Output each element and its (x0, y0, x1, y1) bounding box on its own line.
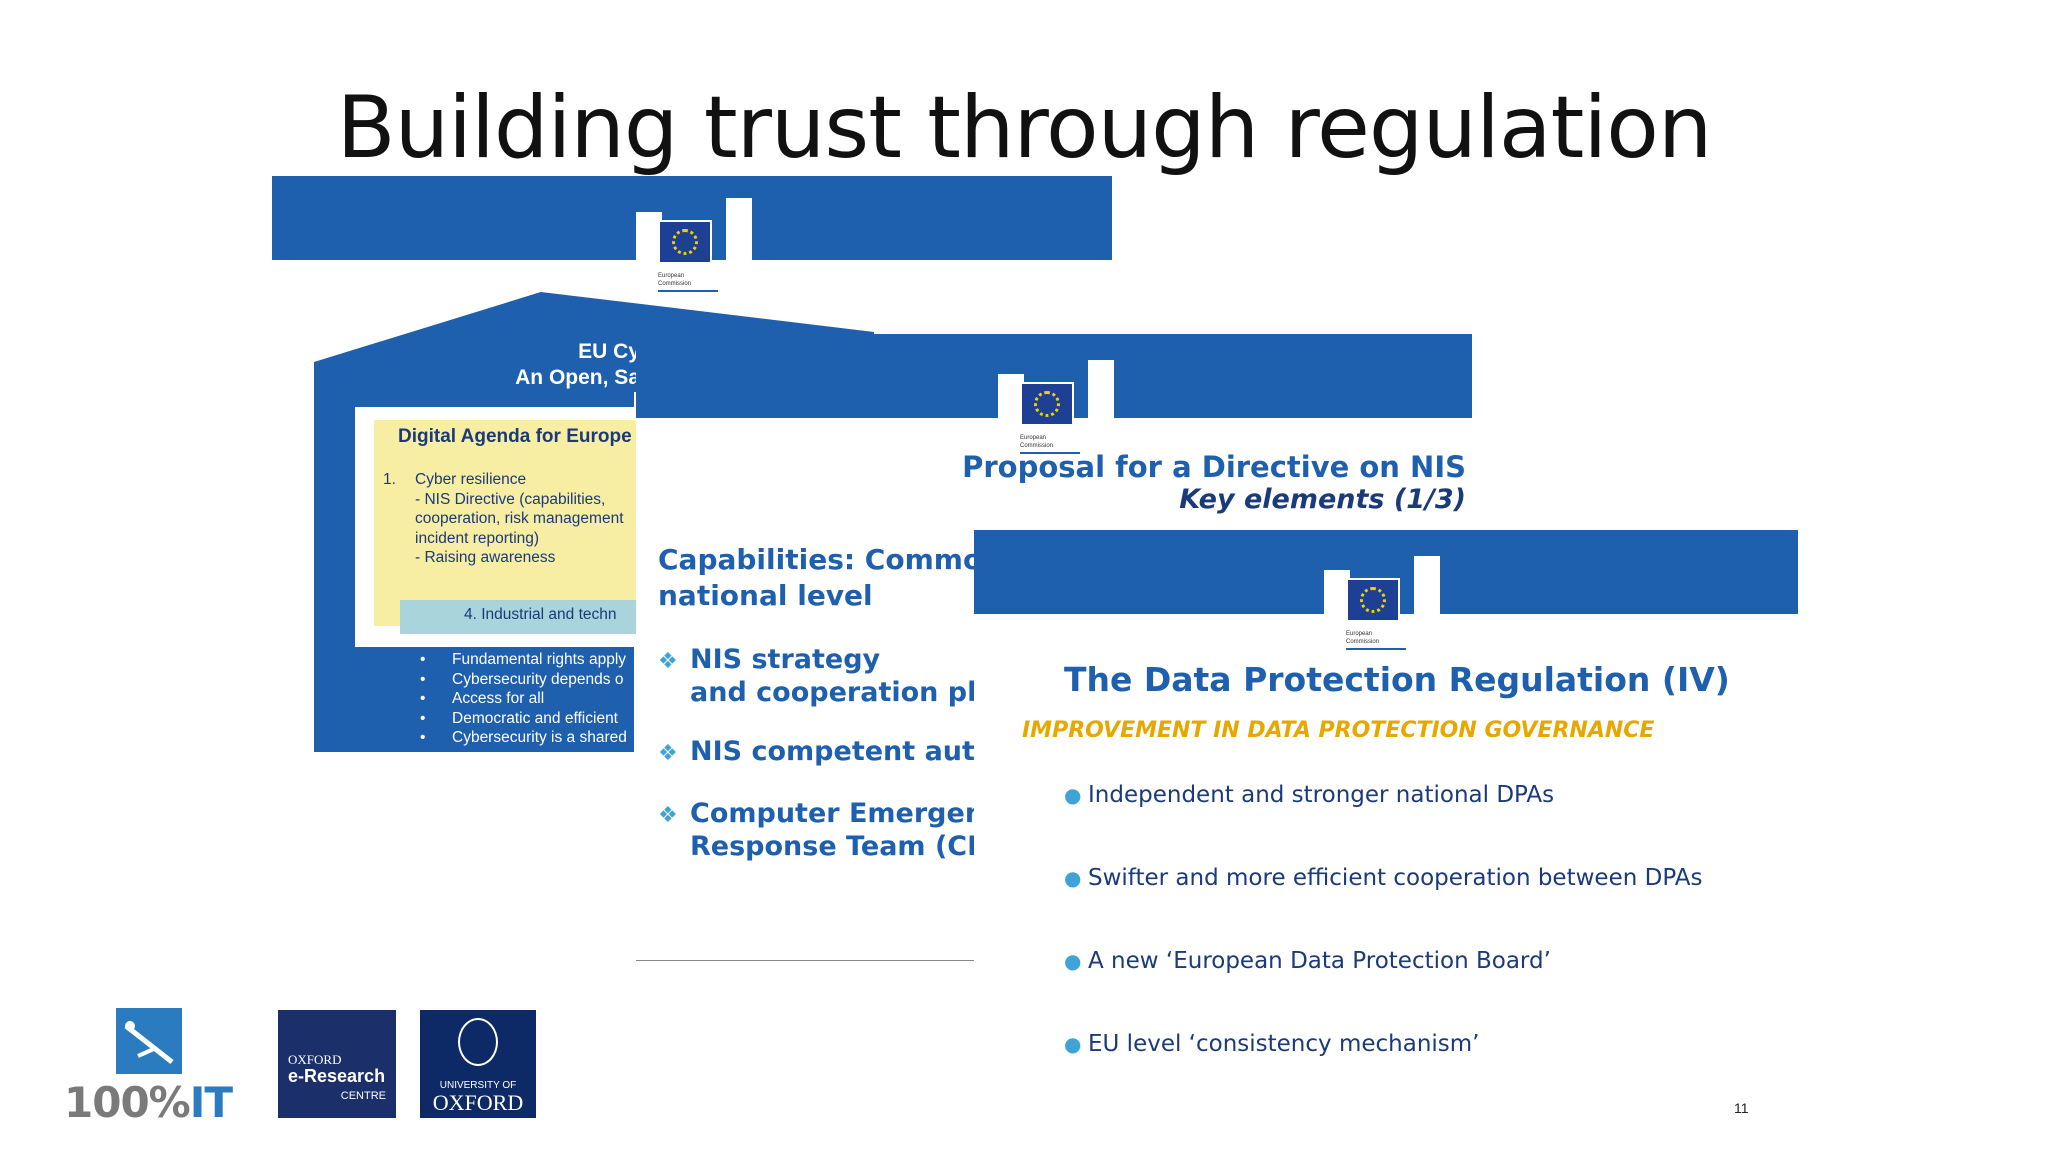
eu-stars-icon (1034, 391, 1060, 417)
capabilities-heading: Capabilities: Commo national level (658, 542, 982, 614)
list-item: Democratic and efficient (420, 709, 627, 729)
logo-line: OXFORD (432, 1090, 524, 1115)
slide1-agenda-box (374, 420, 649, 626)
item-number: 1. (383, 471, 396, 488)
agenda-list: 1. Cyber resilience - NIS Directive (capa… (383, 470, 624, 568)
logo-text-number: 100% (64, 1078, 191, 1127)
logo-line: OXFORD (288, 1052, 342, 1067)
slide2-subtitle: Key elements (1/3) (1179, 484, 1466, 515)
item-line: - Raising awareness (415, 549, 556, 566)
eu-stars-icon (672, 229, 698, 255)
list-item-text: Swifter and more efficient cooperation b… (1088, 865, 1703, 891)
diamond-bullet-icon: ❖ (658, 649, 678, 674)
list-item-text: A new ‘European Data Protection Board’ (1088, 948, 1551, 974)
slide1-title-line1: EU Cy (578, 340, 640, 363)
bullet-dot-icon: ● (1064, 866, 1082, 890)
list-item-text: Independent and stronger national DPAs (1088, 782, 1555, 808)
ec-logo-label: European (658, 273, 685, 279)
university-of-oxford-logo: UNIVERSITY OF OXFORD (420, 1010, 536, 1118)
capabilities-line2: national level (658, 579, 873, 612)
ec-logo-label: European (1346, 631, 1373, 637)
eu-stars-icon (1360, 587, 1386, 613)
list-item-text: EU level ‘consistency mechanism’ (1088, 1031, 1480, 1057)
page-title: Building trust through regulation (336, 78, 1713, 178)
item-label: Cyber resilience (415, 471, 527, 488)
oxford-e-research-centre-logo: OXFORD e-Research CENTRE (278, 1010, 396, 1118)
list-item: ●Independent and stronger national DPAs (1064, 782, 1554, 808)
bullet-dot-icon: ● (1064, 949, 1082, 973)
slide3-subtitle: IMPROVEMENT IN DATA PROTECTION GOVERNANC… (1022, 718, 1655, 743)
logo-text-it: IT (189, 1078, 233, 1127)
diamond-bullet-icon: ❖ (658, 741, 678, 766)
list-item: ❖ NIS competent auth (658, 736, 994, 769)
list-item: ❖ NIS strategy and cooperation pla (658, 644, 995, 708)
bullet-line1: Computer Emergenc (690, 798, 1001, 829)
capabilities-line1: Capabilities: Commo (658, 543, 983, 576)
slide3-title: The Data Protection Regulation (IV) (1064, 660, 1730, 699)
slide2-title: Proposal for a Directive on NIS (962, 450, 1466, 484)
item-line: - NIS Directive (capabilities, (415, 490, 606, 508)
item4-label: 4. Industrial and techn (464, 606, 617, 623)
list-item: ●Swifter and more efficient cooperation … (1064, 865, 1702, 891)
100-percent-it-logo: 100%IT (64, 1008, 244, 1127)
bullet-line2: and cooperation pla (690, 677, 995, 708)
slide1-bullet-list: Fundamental rights apply Cybersecurity d… (420, 650, 627, 748)
ec-logo-label: Commission (1020, 443, 1054, 449)
list-item: Cybersecurity depends o (420, 670, 627, 690)
list-item: ●EU level ‘consistency mechanism’ (1064, 1031, 1480, 1057)
bullet-line1: NIS strategy (690, 644, 881, 675)
logo-line: e-Research (288, 1066, 386, 1086)
list-item: Access for all (420, 689, 627, 709)
ec-logo-label: Commission (1346, 639, 1380, 645)
divider-line (636, 960, 976, 961)
ec-logo-label: Commission (658, 281, 692, 287)
list-item: Fundamental rights apply (420, 650, 627, 670)
logo-line: CENTRE (340, 1090, 386, 1102)
bullet-line1: NIS competent auth (690, 736, 995, 767)
ec-logo-label: European (1020, 435, 1047, 441)
list-item: ●A new ‘European Data Protection Board’ (1064, 948, 1551, 974)
bullet-dot-icon: ● (1064, 783, 1082, 807)
diamond-bullet-icon: ❖ (658, 803, 678, 828)
agenda-title: Digital Agenda for Europe (398, 426, 632, 447)
logo-line: UNIVERSITY OF (439, 1080, 517, 1091)
item4-band (400, 600, 650, 634)
item-line: incident reporting) (415, 529, 540, 547)
list-item: ❖ Computer Emergenc Response Team (CE (658, 798, 1000, 862)
plug-icon (116, 1008, 182, 1074)
bullet-line2: Response Team (CE (690, 831, 986, 862)
100-percent-it-text: 100%IT (64, 1078, 233, 1127)
list-item: Cybersecurity is a shared (420, 728, 627, 748)
item-line: cooperation, risk management (415, 510, 624, 527)
page-number: 11 (1734, 1100, 1749, 1116)
bullet-dot-icon: ● (1064, 1032, 1082, 1056)
slide1-title-line2: An Open, Sa (515, 366, 640, 389)
oxford-crest-icon (458, 1018, 498, 1066)
